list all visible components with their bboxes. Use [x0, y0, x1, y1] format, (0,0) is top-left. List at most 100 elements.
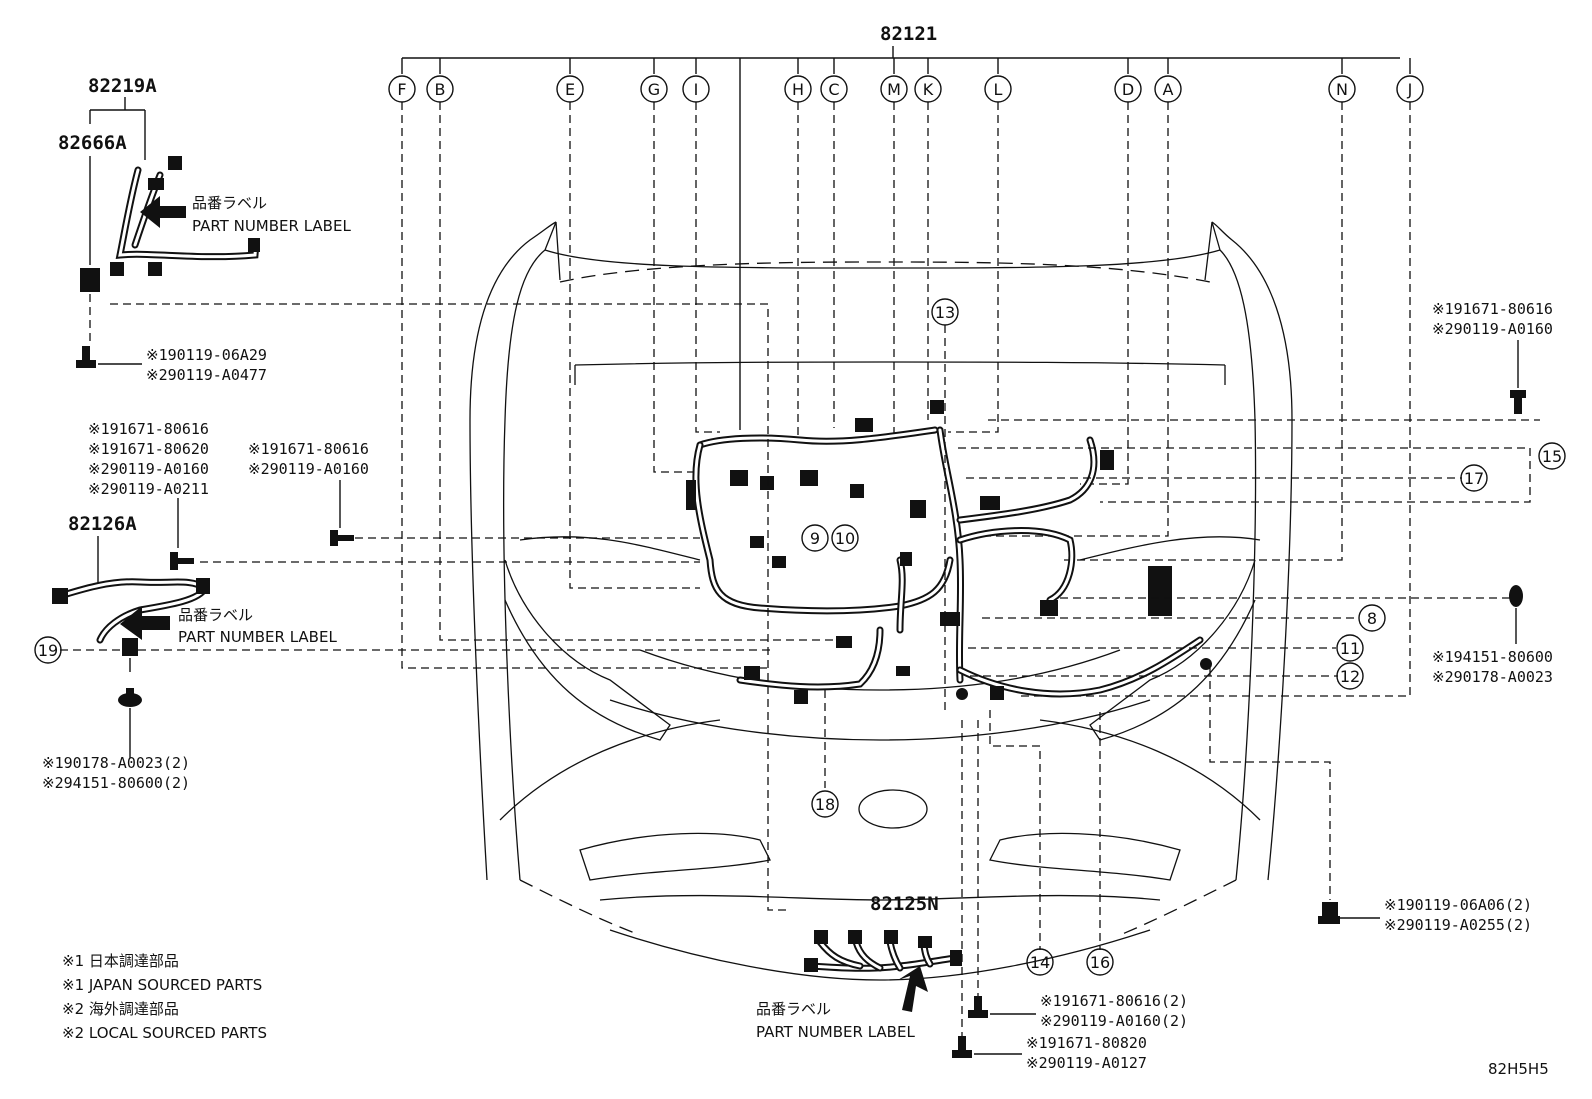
- letter-I: I: [682, 75, 710, 103]
- label-jp-top: 品番ラベル: [192, 194, 267, 212]
- letter-D: D: [1114, 75, 1142, 103]
- letter-F: F: [388, 75, 416, 103]
- svg-text:F: F: [397, 80, 406, 99]
- svg-text:B: B: [435, 80, 446, 99]
- svg-text:※191671-80616: ※191671-80616: [248, 440, 369, 458]
- right-top-bolt: ※191671-80616 ※290119-A0160: [1432, 300, 1553, 414]
- label-en-mid: PART NUMBER LABEL: [178, 628, 337, 646]
- legend-line-2: ※1 JAPAN SOURCED PARTS: [62, 976, 262, 994]
- part-82125N: 82125N: [870, 893, 939, 915]
- svg-text:※191671-80616: ※191671-80616: [88, 420, 209, 438]
- label-en-bottom: PART NUMBER LABEL: [756, 1023, 915, 1041]
- right-low-bolt: ※190119-06A06(2) ※290119-A0255(2): [1318, 896, 1532, 934]
- assembly-82126A: 82126A 品番ラベル PART NUMBER LABEL ※190178-A…: [42, 513, 337, 792]
- svg-text:M: M: [887, 80, 901, 99]
- part-82219A: 82219A: [88, 75, 157, 97]
- part-82666A: 82666A: [58, 132, 127, 154]
- svg-text:12: 12: [1340, 667, 1360, 686]
- svg-text:13: 13: [935, 303, 955, 322]
- callout-16: 16: [1086, 948, 1114, 976]
- letter-C: C: [820, 75, 848, 103]
- bottom-bolt-2: ※191671-80820 ※290119-A0127: [952, 1034, 1147, 1072]
- svg-text:I: I: [694, 80, 699, 99]
- letter-K: K: [914, 75, 942, 103]
- svg-text:※191671-80616: ※191671-80616: [1432, 300, 1553, 318]
- callout-13: 13: [931, 298, 959, 326]
- svg-text:※290119-A0160: ※290119-A0160: [1432, 320, 1553, 338]
- main-part-number: 82121: [880, 23, 937, 45]
- letter-A: A: [1154, 75, 1182, 103]
- svg-text:G: G: [648, 80, 660, 99]
- svg-text:※190178-A0023(2): ※190178-A0023(2): [42, 754, 190, 772]
- letter-G: G: [640, 75, 668, 103]
- legend: ※1 日本調達部品 ※1 JAPAN SOURCED PARTS ※2 海外調達…: [62, 952, 267, 1042]
- label-jp-bottom: 品番ラベル: [756, 1000, 831, 1018]
- main-part-bracket: 82121: [401, 23, 1411, 430]
- callout-19: 19: [34, 636, 62, 664]
- svg-text:9: 9: [810, 529, 820, 548]
- svg-text:※194151-80600: ※194151-80600: [1432, 648, 1553, 666]
- svg-text:※290178-A0023: ※290178-A0023: [1432, 668, 1553, 686]
- svg-text:※290119-A0127: ※290119-A0127: [1026, 1054, 1147, 1072]
- legend-line-4: ※2 LOCAL SOURCED PARTS: [62, 1024, 267, 1042]
- right-clip: ※194151-80600 ※290178-A0023: [1432, 585, 1553, 686]
- svg-text:18: 18: [815, 795, 835, 814]
- svg-text:11: 11: [1340, 639, 1360, 658]
- letter-E: E: [556, 75, 584, 103]
- svg-text:J: J: [1407, 80, 1413, 99]
- callouts: 13 9 10 15 17 8 11 12 18 14 16 19: [34, 298, 1566, 976]
- svg-text:D: D: [1122, 80, 1134, 99]
- callout-8: 8: [1358, 604, 1386, 632]
- left-part-number-stack: ※191671-80616 ※191671-80620 ※290119-A016…: [88, 420, 209, 570]
- callout-11: 11: [1336, 634, 1364, 662]
- callout-15: 15: [1538, 442, 1566, 470]
- connector-letter-row: F B E G I H C M K L D A N J: [388, 75, 1424, 103]
- svg-text:※191671-80616(2): ※191671-80616(2): [1040, 992, 1188, 1010]
- svg-text:K: K: [923, 80, 934, 99]
- figure-code: 82H5H5: [1488, 1060, 1549, 1078]
- letter-B: B: [426, 75, 454, 103]
- callout-12: 12: [1336, 662, 1364, 690]
- svg-text:※290119-A0160: ※290119-A0160: [88, 460, 209, 478]
- svg-text:15: 15: [1542, 447, 1562, 466]
- svg-text:17: 17: [1464, 469, 1484, 488]
- letter-J: J: [1396, 75, 1424, 103]
- label-en-top: PART NUMBER LABEL: [192, 217, 351, 235]
- svg-text:※290119-A0160(2): ※290119-A0160(2): [1040, 1012, 1188, 1030]
- mid-bolt: ※191671-80616 ※290119-A0160: [248, 440, 369, 546]
- pn-tl-bolt-2: ※290119-A0477: [146, 366, 267, 384]
- label-jp-mid: 品番ラベル: [178, 606, 253, 624]
- svg-text:19: 19: [38, 641, 58, 660]
- svg-text:C: C: [828, 80, 839, 99]
- harness-leaders: [60, 303, 1540, 1038]
- legend-line-1: ※1 日本調達部品: [62, 952, 179, 970]
- svg-text:※290119-A0211: ※290119-A0211: [88, 480, 209, 498]
- callout-14: 14: [1026, 948, 1054, 976]
- assembly-82219A: 82219A 82666A 品番ラベル PART NUMBER LABEL ※1…: [58, 75, 351, 384]
- engine-harness: [686, 400, 1212, 704]
- legend-line-3: ※2 海外調達部品: [62, 1000, 179, 1018]
- svg-text:8: 8: [1367, 609, 1377, 628]
- letter-H: H: [784, 75, 812, 103]
- svg-text:※290119-A0160: ※290119-A0160: [248, 460, 369, 478]
- pn-tl-bolt-1: ※190119-06A29: [146, 346, 267, 364]
- svg-text:E: E: [565, 80, 575, 99]
- callout-9: 9: [801, 524, 829, 552]
- svg-text:10: 10: [835, 529, 855, 548]
- svg-text:※290119-A0255(2): ※290119-A0255(2): [1384, 916, 1532, 934]
- callout-10: 10: [831, 524, 859, 552]
- svg-text:※190119-06A06(2): ※190119-06A06(2): [1384, 896, 1532, 914]
- callout-17: 17: [1460, 464, 1488, 492]
- callout-18: 18: [811, 790, 839, 818]
- svg-text:L: L: [994, 80, 1003, 99]
- svg-text:※191671-80820: ※191671-80820: [1026, 1034, 1147, 1052]
- bottom-bolt-1: ※191671-80616(2) ※290119-A0160(2): [968, 992, 1188, 1030]
- letter-leader-lines: [401, 102, 1411, 697]
- letter-L: L: [984, 75, 1012, 103]
- svg-text:A: A: [1163, 80, 1174, 99]
- svg-text:※191671-80620: ※191671-80620: [88, 440, 209, 458]
- svg-text:16: 16: [1090, 953, 1110, 972]
- svg-text:※294151-80600(2): ※294151-80600(2): [42, 774, 190, 792]
- svg-text:N: N: [1336, 80, 1348, 99]
